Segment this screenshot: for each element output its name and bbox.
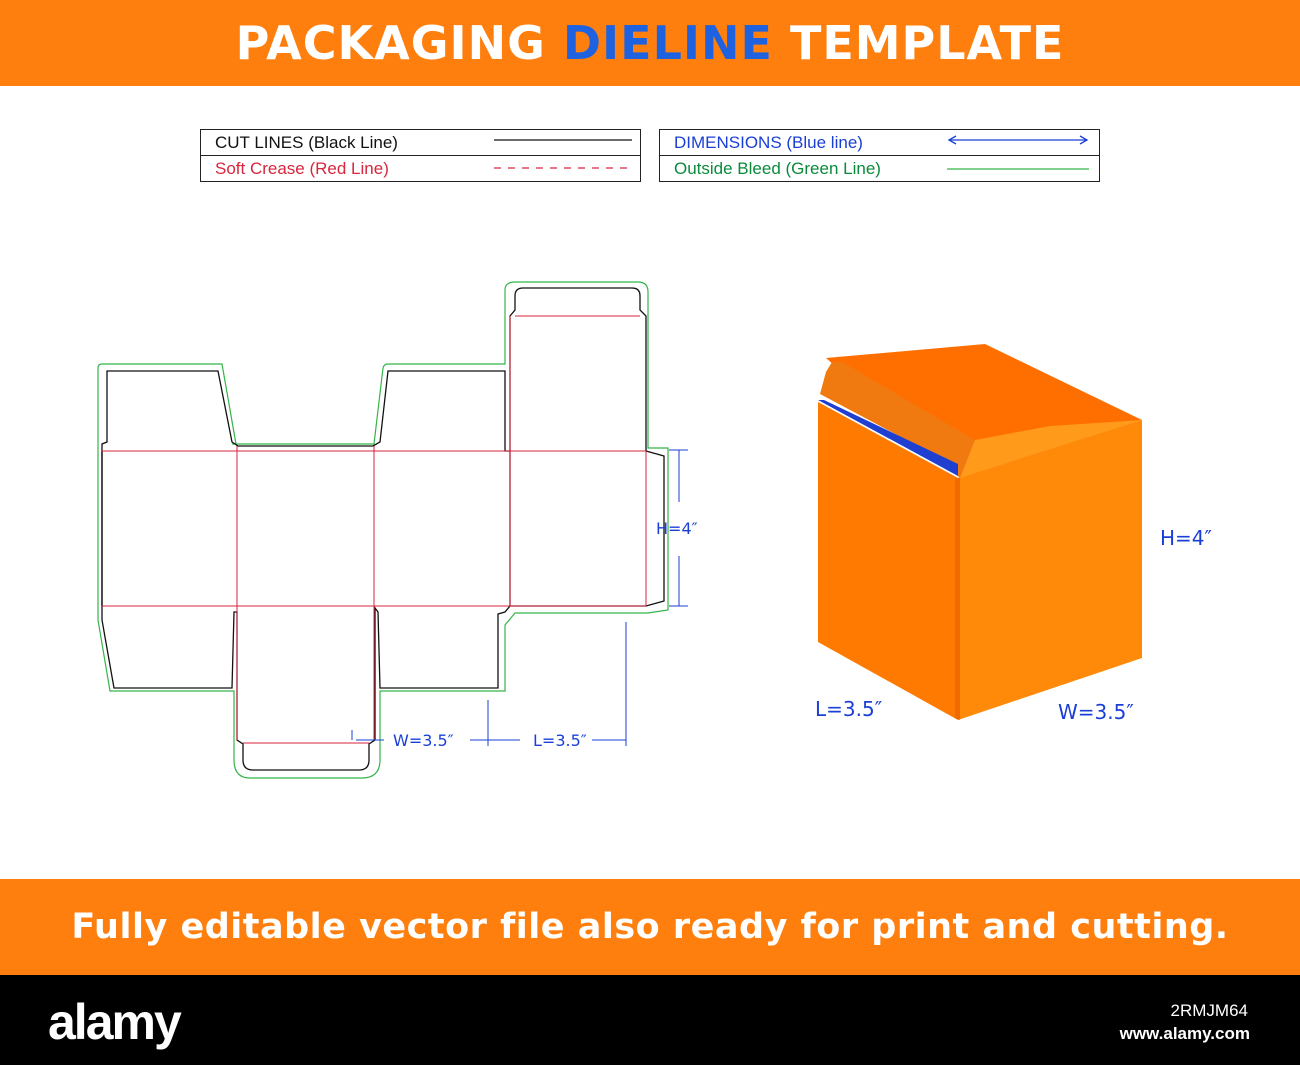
title-part-template: TEMPLATE	[789, 16, 1065, 70]
black-line-sample-icon	[494, 139, 632, 141]
box-front-face	[818, 402, 958, 720]
box-length-label: L=3.5″	[815, 697, 882, 721]
legend-label-soft-crease: Soft Crease (Red Line)	[200, 155, 490, 182]
bleed-outline	[97, 281, 669, 779]
legend-table-left: CUT LINES (Black Line) Soft Crease (Red …	[200, 129, 641, 182]
red-dashed-line-sample-icon	[494, 167, 632, 169]
legend-label-outside-bleed: Outside Bleed (Green Line)	[659, 155, 939, 182]
legend-row-dimensions: DIMENSIONS (Blue line)	[659, 129, 1100, 156]
blue-double-arrow-sample-icon	[947, 135, 1089, 145]
box-lid-opening	[818, 400, 958, 476]
dieline-width-label: W=3.5″	[393, 731, 454, 750]
image-id: 2RMJM64	[1170, 1001, 1248, 1020]
stock-footer: alamy 2RMJM64 www.alamy.com	[0, 975, 1300, 1065]
cut-line-outline	[101, 287, 665, 771]
legend-row-crease: Soft Crease (Red Line)	[200, 155, 641, 182]
box-lid-tuck-flap	[820, 362, 975, 478]
legend-sample-red-dashed	[490, 155, 641, 182]
dieline-dimension-lines	[351, 449, 688, 746]
title-part-packaging: PACKAGING	[235, 16, 546, 70]
page-title: PACKAGING DIELINE TEMPLATE	[236, 16, 1065, 70]
box-side-face	[958, 420, 1142, 720]
legend-sample-green-line	[939, 155, 1100, 182]
bottom-banner: Fully editable vector file also ready fo…	[0, 879, 1300, 975]
stock-url: www.alamy.com	[1119, 1024, 1250, 1043]
dieline-height-label: H=4″	[656, 519, 698, 538]
box-3d-illustration	[818, 344, 1142, 720]
crease-lines	[102, 315, 647, 744]
box-height-label: H=4″	[1160, 526, 1212, 550]
dieline-artwork: H=4″ W=3.5″ L=3.5″ H=4″ L=3.5″ W=3.5″	[97, 281, 1212, 779]
legend-row-bleed: Outside Bleed (Green Line)	[659, 155, 1100, 182]
green-line-sample-icon	[947, 168, 1089, 170]
legend-sample-black-line	[490, 129, 641, 156]
title-part-dieline: DIELINE	[562, 16, 773, 70]
legend-label-dimensions: DIMENSIONS (Blue line)	[659, 129, 939, 156]
box-width-label: W=3.5″	[1058, 700, 1134, 724]
box-edge-shade	[955, 478, 960, 720]
title-banner: PACKAGING DIELINE TEMPLATE	[0, 0, 1300, 86]
legend-table-right: DIMENSIONS (Blue line) Outside Bleed (Gr…	[659, 129, 1100, 182]
bottom-banner-text: Fully editable vector file also ready fo…	[71, 907, 1229, 947]
alamy-logo: alamy	[48, 994, 182, 1050]
dieline-length-label: L=3.5″	[533, 731, 587, 750]
box-lid-side-flap	[960, 420, 1142, 478]
